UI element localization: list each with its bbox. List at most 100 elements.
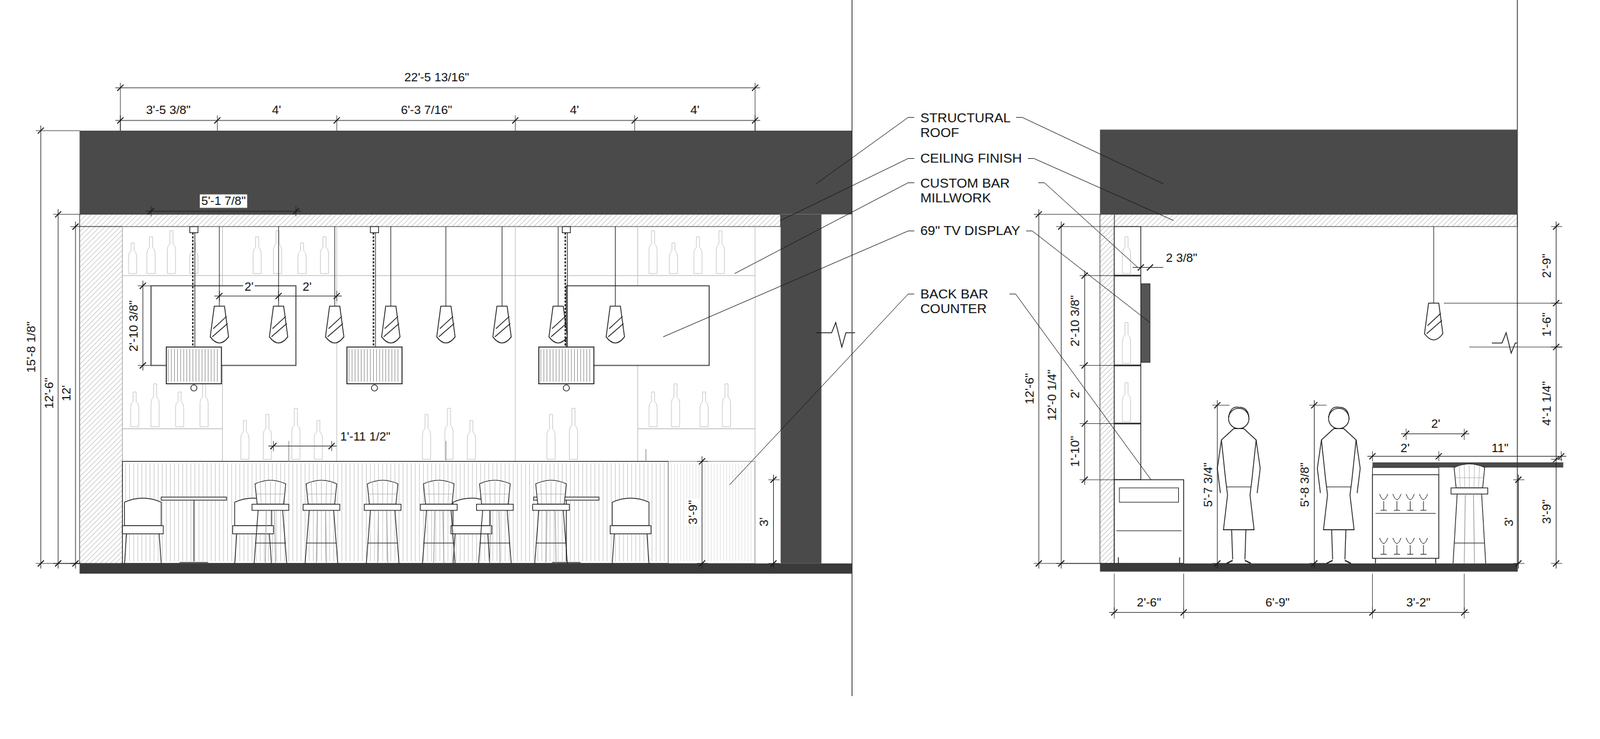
millwork-post <box>754 226 756 462</box>
extension-line <box>1056 225 1115 227</box>
drum-flute <box>189 348 191 382</box>
bar-flute <box>186 463 187 562</box>
chandelier-bulb <box>563 384 570 392</box>
stool-weave <box>330 481 333 504</box>
dimension-line <box>145 210 301 212</box>
stool-weave <box>256 493 285 495</box>
drum-flute <box>546 348 548 382</box>
bar-flute <box>304 463 306 562</box>
dimension-tick <box>214 117 221 124</box>
stool-weave <box>540 481 543 504</box>
pendant-stripe <box>1426 312 1442 334</box>
dimension-tick <box>1081 420 1088 427</box>
dimension-label: 2'-10 3/8" <box>126 298 141 353</box>
table-base <box>179 561 209 563</box>
bar-flute <box>525 463 527 562</box>
bar-flute <box>570 463 571 562</box>
person-hair <box>1328 407 1350 420</box>
dimension-tick <box>1553 455 1560 463</box>
pendant-cord <box>501 226 503 306</box>
drum-flute <box>216 348 218 382</box>
chandelier-drum <box>538 346 594 384</box>
dimension-label: 2'-6" <box>1135 595 1163 609</box>
bar-flute <box>407 463 408 562</box>
person-foot <box>1326 560 1334 564</box>
drum-flute <box>568 348 569 382</box>
bar-flute <box>439 463 441 562</box>
counter-shelf <box>1116 529 1182 531</box>
drum-flute <box>561 348 563 382</box>
drum-flute <box>201 348 203 382</box>
dimension-label: 11" <box>1490 440 1510 455</box>
dimension-label: 3'-2" <box>1404 595 1432 609</box>
stool-leg <box>451 510 456 564</box>
drum-flute <box>177 348 178 382</box>
millwork-shelf <box>122 428 223 429</box>
bar-flute <box>170 463 171 562</box>
stool-weave <box>555 481 557 504</box>
bar-flute <box>328 463 330 562</box>
bottle-outline <box>422 414 431 459</box>
stool-leg <box>442 510 445 564</box>
bar-flute <box>558 463 559 562</box>
pendant-stripe <box>551 316 567 337</box>
bar-flute <box>390 463 392 562</box>
stool-footrest <box>423 542 455 543</box>
dimension-tick <box>1146 264 1154 271</box>
ceiling-finish <box>79 214 781 227</box>
bar-flute <box>492 463 494 562</box>
drum-flute <box>364 348 365 382</box>
chair-seat <box>122 525 164 534</box>
pendant-stripe <box>271 316 287 337</box>
bar-flute <box>312 463 314 562</box>
bar-flute <box>663 463 665 562</box>
stool-leg <box>1481 493 1486 563</box>
counter-drawer <box>1119 487 1179 502</box>
bottle-outline <box>314 420 323 460</box>
stool-weave <box>368 493 398 495</box>
dimension-line <box>1217 400 1218 569</box>
drum-flute <box>391 348 393 382</box>
counter-flute <box>716 463 718 562</box>
chair-leg <box>234 533 237 564</box>
counter-flute <box>704 463 706 562</box>
leader-line <box>1027 158 1174 221</box>
stool-weave <box>442 481 445 504</box>
dimension-tick <box>1311 560 1318 567</box>
chair-leg <box>612 533 615 564</box>
pendant-stripe <box>383 316 399 337</box>
floor-slab <box>79 563 852 574</box>
chandelier-chain <box>194 232 196 347</box>
extension-line <box>515 115 516 131</box>
stool-weave <box>489 481 491 504</box>
dimension-tick <box>1515 560 1522 567</box>
stool-weave <box>1459 465 1461 488</box>
dimension-label: 3'-9" <box>1540 497 1554 525</box>
bar-flute <box>223 463 224 562</box>
side-wall <box>1100 214 1115 564</box>
bar-flute <box>296 463 297 562</box>
drum-flute <box>373 348 374 382</box>
stool-leg <box>478 510 483 564</box>
dimension-label: 4' <box>689 103 701 118</box>
millwork-shelf <box>122 275 756 276</box>
dimension-tick <box>333 292 340 299</box>
dimension-label: 2'-10 3/8" <box>1068 293 1083 348</box>
person-head <box>1328 408 1350 429</box>
bottle-outline <box>175 391 184 427</box>
bar-flute <box>427 463 429 562</box>
drum-flute <box>211 348 212 382</box>
bar-front <box>122 460 669 563</box>
millwork-shelf <box>1114 364 1141 367</box>
stool-seat <box>420 503 457 511</box>
bar-flute <box>218 463 220 562</box>
stool-footrest <box>535 542 567 543</box>
dimension-tick <box>770 560 777 567</box>
dimension-label: 5'-7 3/4" <box>1201 461 1215 509</box>
stool-back <box>305 480 337 504</box>
dimension-label: 5'-8 3/8" <box>1298 461 1312 509</box>
drum-flute <box>577 348 578 382</box>
stool-leg <box>366 510 370 564</box>
dimension-label: 1'-6" <box>1540 311 1554 338</box>
stool-leg <box>1464 493 1466 563</box>
